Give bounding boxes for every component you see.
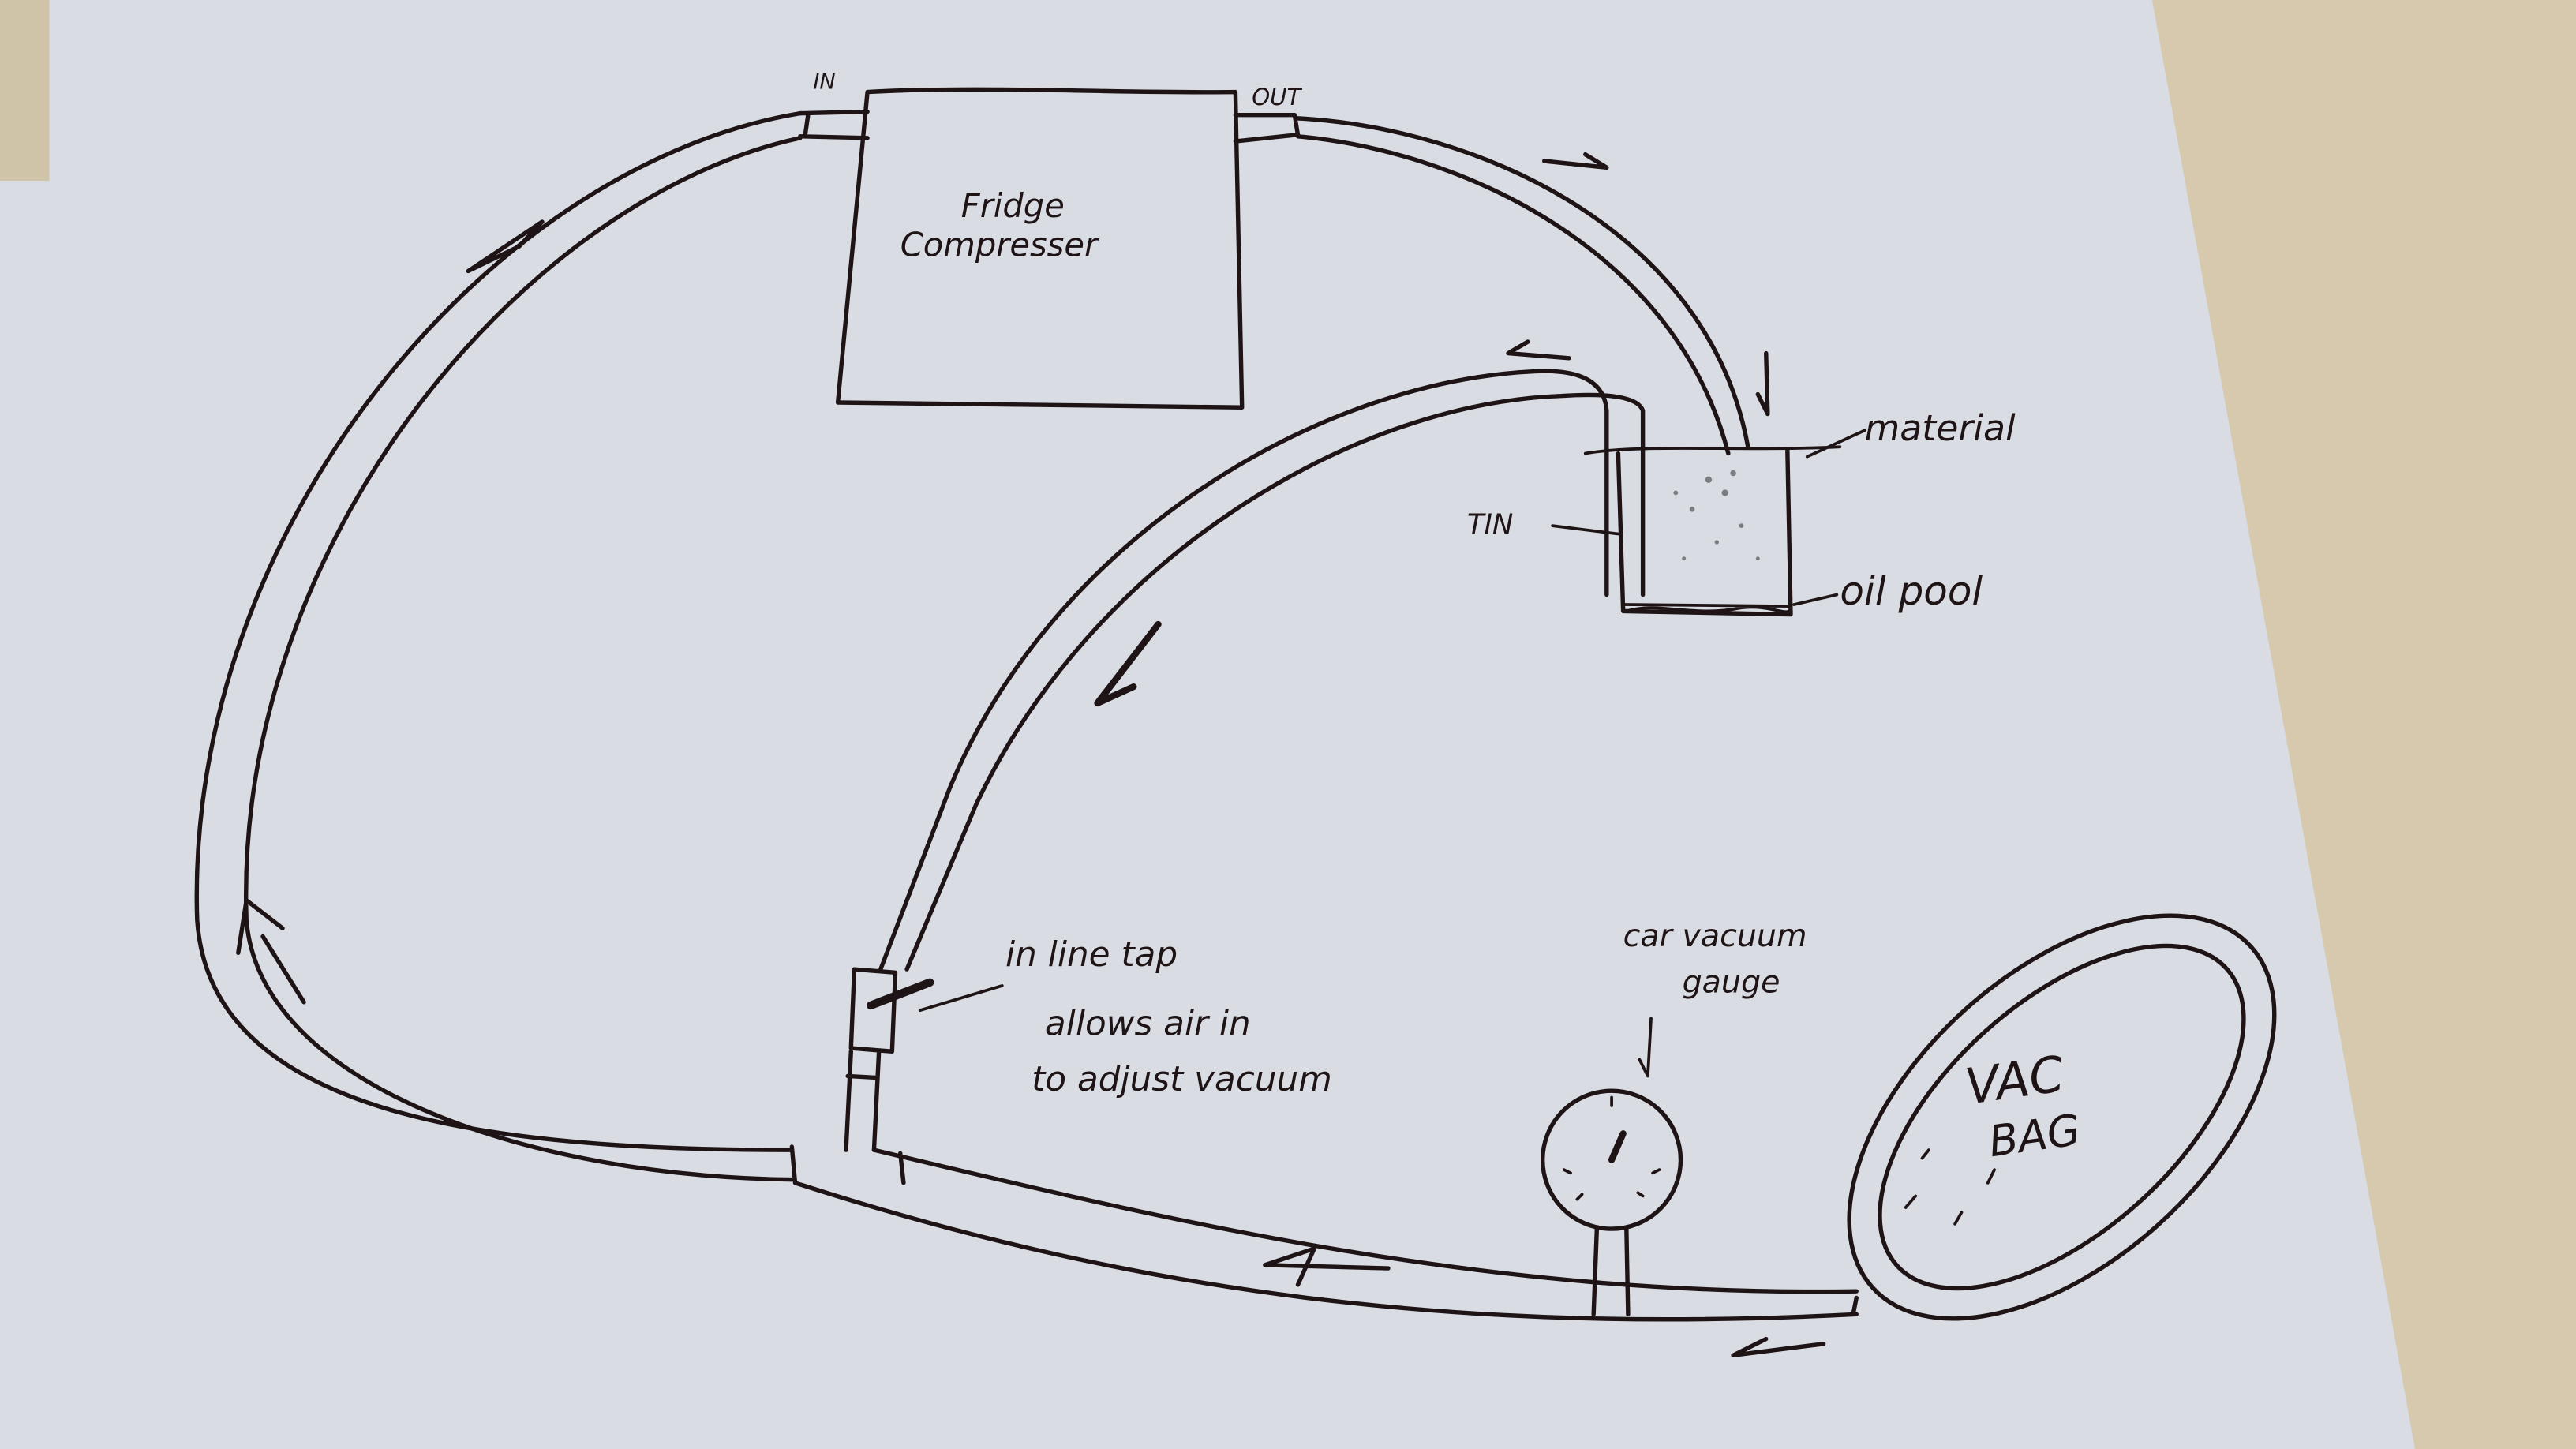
paper-shadow-left: [0, 0, 50, 181]
tin-label: TIN: [1467, 509, 1514, 541]
flow-arrows: [236, 152, 1826, 1358]
arrow-up-icon: [236, 898, 306, 1005]
table-background: [2151, 0, 2576, 1449]
tap-label-line1: in line tap: [1005, 934, 1178, 975]
out-label: OUT: [1252, 84, 1302, 110]
inline-tap: [844, 967, 934, 1152]
gauge-label-line2: gauge: [1683, 964, 1780, 1000]
tap-label-line3: to adjust vacuum: [1032, 1059, 1332, 1099]
bag-label-line1: VAC: [1962, 1045, 2068, 1116]
oil-pool-label: oil pool: [1840, 568, 1983, 614]
material-label: material: [1865, 406, 2016, 449]
arrow-left-icon: [1506, 339, 1571, 361]
arrow-right-icon: [1542, 152, 1609, 170]
tap-label-line2: allows air in: [1045, 1003, 1251, 1043]
suction-hose: [878, 369, 1646, 972]
vacuum-gauge: [1540, 1088, 1683, 1317]
arrow-down-icon: [1755, 350, 1770, 417]
bag-label-line2: BAG: [1986, 1105, 2084, 1167]
arrow-up-right-icon: [466, 219, 545, 274]
vac-bag: [1847, 913, 2277, 1321]
outlet-hose: [1295, 116, 1750, 456]
tin: [1583, 445, 1842, 617]
return-hose: [194, 110, 803, 1182]
compressor-label-line1: Fridge: [961, 186, 1065, 225]
compressor-label-line2: Compresser: [900, 226, 1100, 264]
arrow-left-bottom-icon: [1263, 1246, 1391, 1287]
arrow-down-left-icon: [1094, 620, 1162, 707]
fridge-compressor: [798, 87, 1301, 410]
gauge-label-line1: car vacuum: [1623, 918, 1807, 954]
arrow-left-bag-icon: [1731, 1336, 1826, 1358]
leader-lines: [918, 429, 1866, 1078]
in-label: IN: [813, 69, 835, 94]
bag-hose: [792, 1148, 1859, 1322]
